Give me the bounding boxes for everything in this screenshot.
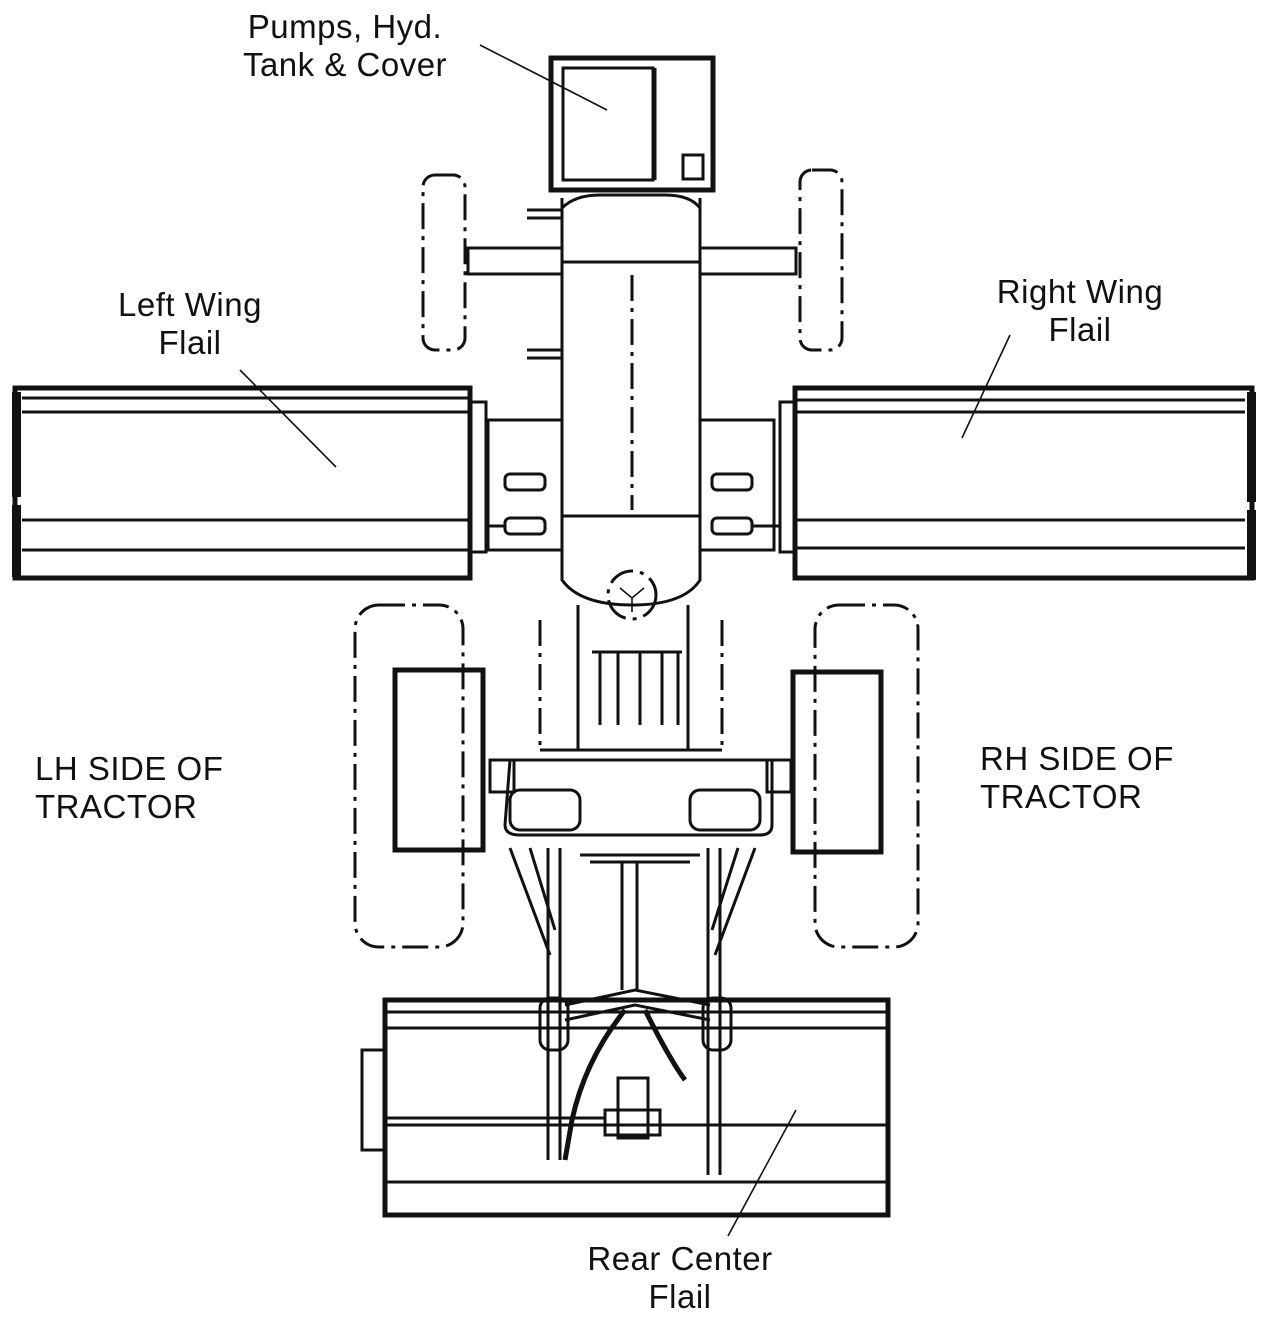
- rear-right-tire: [790, 669, 884, 855]
- label-left-wing-flail: Left Wing Flail: [118, 286, 262, 361]
- rear-center-flail-body: [360, 988, 891, 1218]
- hydraulic-tank-cover: [548, 55, 716, 193]
- leader-rear-center: [727, 1109, 797, 1237]
- tractor-cab-area: [538, 510, 724, 752]
- label-lh-side-of-tractor: LH SIDE OF TRACTOR: [35, 750, 224, 825]
- right-wing-flail-body: [778, 385, 1256, 581]
- front-axle: [466, 246, 798, 276]
- rear-left-tire: [392, 667, 486, 853]
- label-rh-side-of-tractor: RH SIDE OF TRACTOR: [980, 740, 1174, 815]
- rear-right-wheel-outline: [813, 603, 920, 949]
- label-right-wing-flail: Right Wing Flail: [996, 273, 1164, 348]
- rear-left-wheel-outline: [353, 603, 465, 949]
- front-left-wheel: [421, 173, 467, 352]
- leader-pumps: [479, 44, 608, 111]
- wing-mounts: [486, 418, 780, 552]
- leader-right-wing: [961, 334, 1011, 439]
- tractor-hood: [527, 193, 702, 510]
- label-pumps-hyd-tank-cover: Pumps, Hyd. Tank & Cover: [242, 8, 448, 83]
- front-right-wheel: [798, 168, 844, 352]
- label-rear-center-flail: Rear Center Flail: [587, 1240, 773, 1315]
- left-wing-flail-body: [12, 385, 488, 581]
- rear-axle-hitch: [488, 758, 793, 864]
- leader-left-wing: [239, 369, 337, 468]
